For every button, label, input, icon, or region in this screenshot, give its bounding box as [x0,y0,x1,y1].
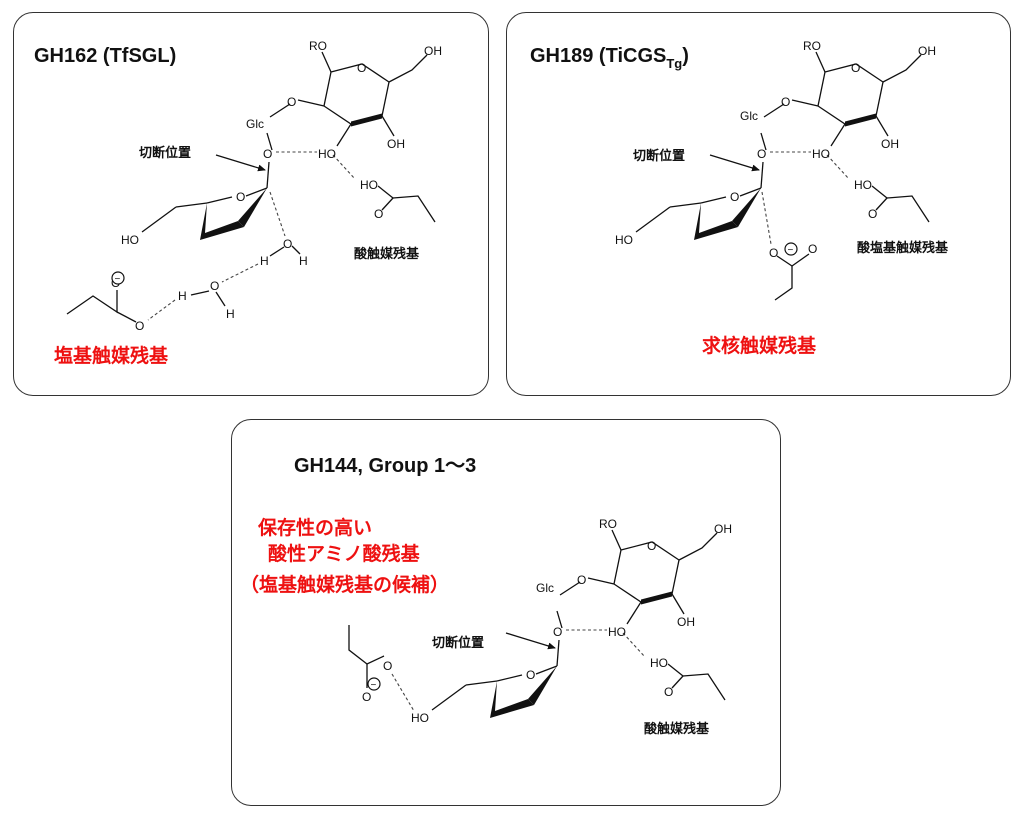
scissile-oxygen: O [263,147,272,161]
panel-gh144 [231,419,781,806]
ho-label: HO [121,233,139,247]
panel-1-content: GH162 (TfSGL) RO OH OH O O Glc O HO 切断位置… [34,39,442,367]
ring-oxygen: O [647,539,656,553]
base-catalyst-label: 塩基触媒残基 [54,344,169,367]
ro-label: RO [309,39,327,53]
oh-label: OH [881,137,899,151]
cleavage-site-label: 切断位置 [633,148,685,164]
glycosidic-oxygen: O [577,573,586,587]
water-hydrogen: H [226,307,235,321]
panel-gh189 [506,12,1011,396]
glycosidic-oxygen: O [781,95,790,109]
carboxylate-oxygen: O [808,242,817,256]
acid-ho-label: HO [650,656,668,670]
oh-label: OH [677,615,695,629]
water-hydrogen: H [260,254,269,268]
nucleophile-label: 求核触媒残基 [702,334,817,357]
carboxylate-oxygen: O [769,246,778,260]
panel-3-content: GH144, Group 1〜3 保存性の高い 酸性アミノ酸残基 （塩基触媒残基… [240,455,732,737]
panel-2-title: GH189 (TiCGSTg) [530,45,689,71]
acid-catalyst-label: 酸触媒残基 [644,721,710,737]
acid-o-label: O [664,685,673,699]
ho-label: HO [608,625,626,639]
conserved-residue-label-2: 酸性アミノ酸残基 [268,542,421,565]
ho-label: HO [615,233,633,247]
acid-ho-label: HO [854,178,872,192]
scissile-oxygen: O [757,147,766,161]
panel-gh162 [13,12,489,396]
water-oxygen: O [283,237,292,251]
oh-label: OH [918,44,936,58]
ho-label: HO [318,147,336,161]
water-oxygen: O [210,279,219,293]
acid-o-label: O [374,207,383,221]
sugar-ring-oxygen: O [730,190,739,204]
ro-label: RO [803,39,821,53]
minus-charge: − [371,680,377,691]
cleavage-site-label: 切断位置 [432,635,484,651]
carboxylate-oxygen: O [383,659,392,673]
minus-charge: − [115,274,121,285]
glc-label: Glc [536,581,554,595]
cleavage-site-label: 切断位置 [139,145,191,161]
conserved-residue-label-1: 保存性の高い [257,516,372,539]
ro-label: RO [599,517,617,531]
scissile-oxygen: O [553,625,562,639]
panel-1-title: GH162 (TfSGL) [34,45,176,67]
ho-label: HO [411,711,429,725]
acid-o-label: O [868,207,877,221]
panel-3-title: GH144, Group 1〜3 [294,455,476,477]
oh-label: OH [387,137,405,151]
ho-label: HO [812,147,830,161]
ring-oxygen: O [851,61,860,75]
glc-label: Glc [740,109,758,123]
ring-oxygen: O [357,61,366,75]
acid-base-catalyst-label: 酸塩基触媒残基 [857,240,949,256]
minus-charge: − [788,245,794,256]
water-hydrogen: H [299,254,308,268]
oh-label: OH [424,44,442,58]
glycosidic-oxygen: O [287,95,296,109]
glc-label: Glc [246,117,264,131]
conserved-residue-label-3: （塩基触媒残基の候補） [240,573,449,596]
panel-2-content: GH189 (TiCGSTg) RO OH OH O O Glc O HO 切断… [530,39,949,357]
water-hydrogen: H [178,289,187,303]
sugar-ring-oxygen: O [236,190,245,204]
acid-catalyst-label: 酸触媒残基 [354,246,420,262]
sugar-ring-oxygen: O [526,668,535,682]
oh-label: OH [714,522,732,536]
carboxylate-oxygen: O [135,319,144,333]
acid-ho-label: HO [360,178,378,192]
carboxylate-oxygen: O [362,690,371,704]
